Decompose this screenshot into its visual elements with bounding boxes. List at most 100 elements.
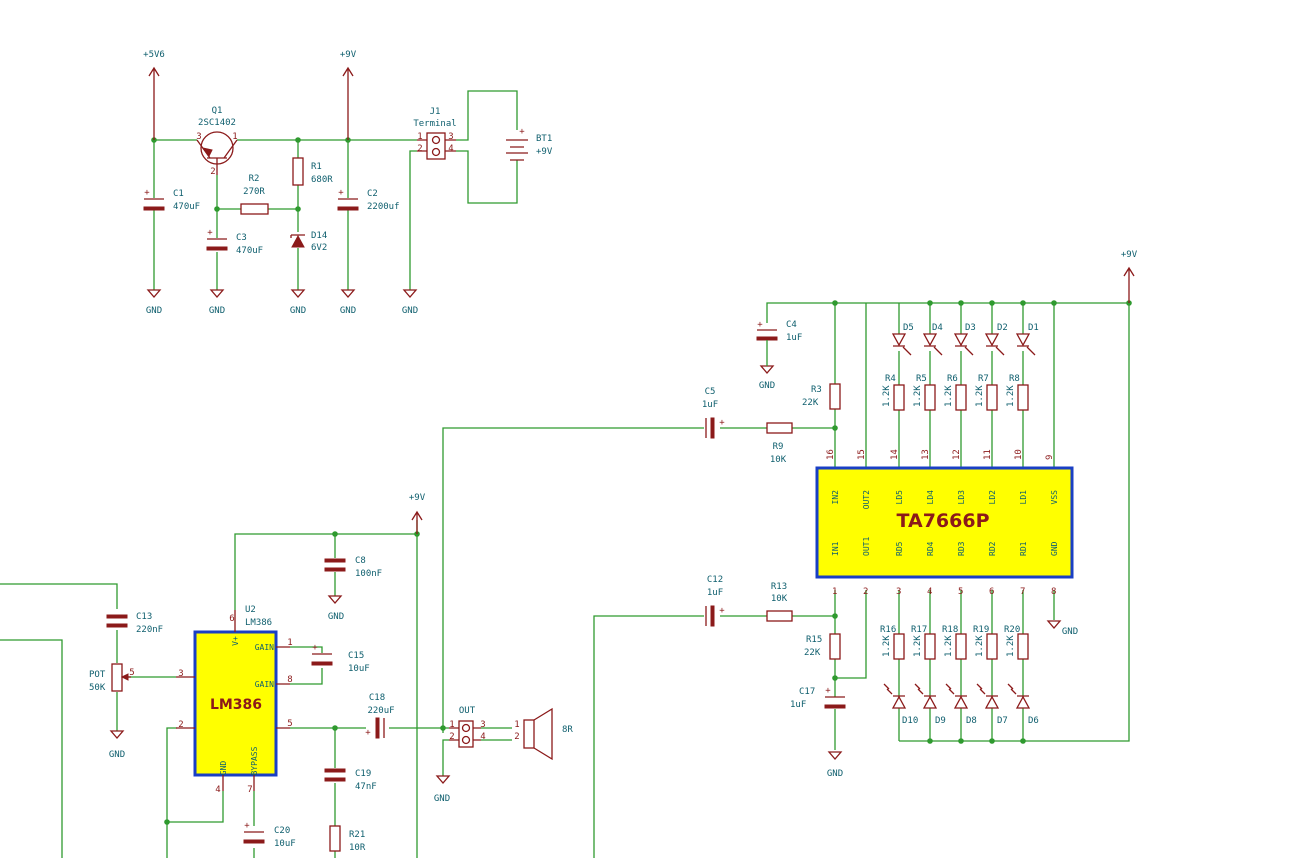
lm386-pin-num: 6: [229, 614, 234, 624]
c5-ref: C5: [705, 387, 716, 397]
resistor-r15: R15 22K: [804, 633, 841, 660]
c1-value: 470uF: [173, 202, 200, 212]
res-value: 1.2K: [1006, 385, 1016, 407]
out-pin: 3: [480, 720, 485, 730]
out-pin: 4: [480, 732, 485, 742]
pot-pin: 5: [129, 668, 134, 678]
ic-pin-name: IN2: [831, 490, 840, 505]
c15-ref: C15: [348, 651, 364, 661]
out-pin: 2: [449, 732, 454, 742]
lm386-pin-num: 5: [287, 719, 292, 729]
capacitor-c13: C13 220nF: [106, 612, 163, 635]
capacitor-c3: + C3 470uF: [206, 228, 263, 256]
ic-ta7666p: TA7666P 16IN215OUT214LD513LD412LD311LD21…: [815, 449, 1074, 597]
res-ref: R4: [885, 374, 896, 384]
q1-value: 2SC1402: [198, 118, 236, 128]
ic-pin-name: LD3: [957, 490, 966, 505]
c13-ref: C13: [136, 612, 152, 622]
resistor-r5: R5 1.2K: [913, 374, 936, 411]
speaker-8r: 1 2 8R: [514, 707, 573, 761]
capacitor-c4: + C4 1uF: [756, 320, 802, 366]
lm386-pin-num: 3: [178, 669, 183, 679]
r3-value: 22K: [802, 398, 819, 408]
lm386-pin-name: GAIN: [255, 680, 274, 689]
c19-ref: C19: [355, 769, 371, 779]
u2-ref: U2: [245, 605, 256, 615]
bt1-value: +9V: [536, 147, 553, 157]
ic-pin-name: VSS: [1050, 490, 1059, 505]
resistor-r21: R21 10R: [329, 825, 366, 853]
j1-pin: 1: [417, 132, 422, 142]
ic-pin-name: GND: [1050, 541, 1059, 556]
capacitor-c19: C19 47nF: [324, 768, 377, 792]
r3-ref: R3: [811, 385, 822, 395]
r1-value: 680R: [311, 175, 333, 185]
ic-pin-number: 14: [890, 449, 900, 460]
transistor-q1: Q1 2SC1402 3 1 2: [196, 106, 237, 177]
c13-value: 220nF: [136, 625, 163, 635]
resistor-r6: R6 1.2K: [944, 374, 967, 411]
power-symbol-9v-right: +9V: [1121, 250, 1138, 303]
c15-value: 10uF: [348, 664, 370, 674]
j1-value: Terminal: [413, 119, 456, 129]
resistor-r20: R20 1.2K: [1004, 625, 1029, 660]
resistor-r17: R17 1.2K: [911, 625, 936, 660]
res-value: 1.2K: [882, 635, 892, 657]
ic-pin-number: 1: [832, 587, 837, 597]
c8-ref: C8: [355, 556, 366, 566]
resistor-r13: R13 10K: [766, 582, 793, 622]
c1-ref: C1: [173, 189, 184, 199]
r9-ref: R9: [773, 442, 784, 452]
q1-pin: 3: [196, 132, 201, 142]
svg-text:+: +: [244, 821, 250, 831]
ic-pin-name: RD4: [926, 541, 935, 556]
svg-text:+: +: [312, 643, 318, 653]
lm386-pin-name: BYPASS: [250, 746, 259, 775]
lm386-pin-num: 4: [215, 785, 220, 795]
capacitor-c5: + C5 1uF: [702, 387, 725, 439]
c8-value: 100nF: [355, 569, 382, 579]
ic-pin-number: 13: [921, 449, 931, 460]
c19-value: 47nF: [355, 782, 377, 792]
svg-text:+: +: [144, 188, 150, 198]
svg-text:+: +: [825, 686, 831, 696]
gnd-symbols: GND GND GND GND GND GND GND GND GND GND …: [109, 289, 1078, 804]
junctions: [151, 137, 1132, 825]
ic-pin-name: LD2: [988, 490, 997, 505]
r1-ref: R1: [311, 162, 322, 172]
led-d3: D3: [953, 323, 976, 356]
led-ref: D8: [966, 716, 977, 726]
led-ref: D10: [902, 716, 918, 726]
gnd-label: GND: [340, 306, 356, 316]
bt1-ref: BT1: [536, 134, 552, 144]
c2-ref: C2: [367, 189, 378, 199]
r21-value: 10R: [349, 843, 366, 853]
ic-pin-number: 4: [927, 587, 932, 597]
led-ref: D5: [903, 323, 914, 333]
resistor-array-bottom: R16 1.2K R17 1.2K R18 1.2K R19 1.2K R20 …: [880, 625, 1029, 660]
resistor-r16: R16 1.2K: [880, 625, 905, 660]
out-ref: OUT: [459, 706, 476, 716]
ic-pin-name: IN1: [831, 541, 840, 556]
spk-value: 8R: [562, 725, 573, 735]
capacitor-c2: + C2 2200uf: [337, 188, 400, 212]
resistor-r2: R2 270R: [240, 174, 269, 215]
ic-pin-name: OUT1: [862, 537, 871, 556]
ic-pin-name: LD1: [1019, 490, 1028, 505]
led-d5: D5: [891, 323, 914, 356]
resistor-r19: R19 1.2K: [973, 625, 998, 660]
out-pin: 1: [449, 720, 454, 730]
gnd-label: GND: [827, 769, 843, 779]
ic-pin-name: LD4: [926, 490, 935, 505]
res-ref: R5: [916, 374, 927, 384]
res-value: 1.2K: [913, 385, 923, 407]
pot-ref: POT: [89, 670, 106, 680]
c20-ref: C20: [274, 826, 290, 836]
power-symbol-5v6: +5V6: [143, 50, 165, 140]
led-d4: D4: [922, 323, 943, 356]
res-ref: R6: [947, 374, 958, 384]
ic-pin-name: RD2: [988, 541, 997, 556]
ic-pin-name: RD1: [1019, 541, 1028, 556]
